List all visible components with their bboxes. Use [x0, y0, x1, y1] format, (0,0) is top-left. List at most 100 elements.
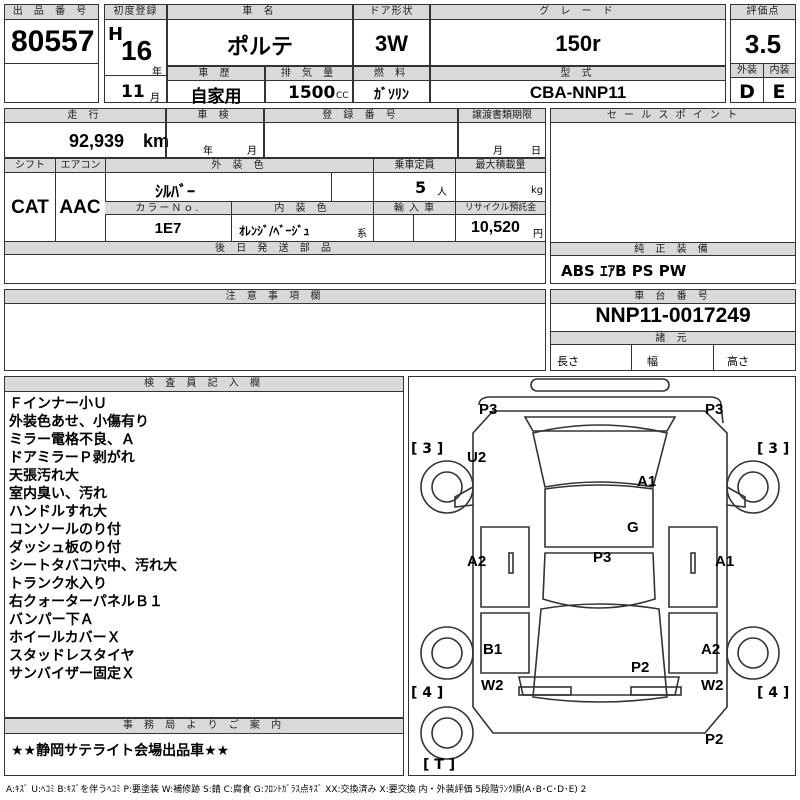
- inspector-note-line: 室内臭い、汚れ: [9, 486, 107, 502]
- tyre-depth: [ T ]: [423, 757, 456, 773]
- inspector-note-line: バンパー下Ａ: [9, 612, 94, 628]
- capacity: 5: [415, 178, 427, 197]
- office-label: 事 務 局 よ り ご 案 内: [5, 719, 403, 734]
- history: 自家用: [190, 87, 242, 107]
- doors-cell: ドア形状 3W: [353, 4, 430, 66]
- inspection-label: 車 検: [167, 109, 263, 123]
- car-name-label: 車 名: [168, 5, 352, 20]
- inspector-note-line: シートタバコ穴中、汚れ大: [9, 558, 177, 574]
- tyre-depth: [ 3 ]: [757, 441, 790, 457]
- damage-diagram: P3 P3 U2 A1 G A2 P3 A1 B1 P2 A2 W2 W2 P2…: [408, 376, 796, 776]
- chassis-cell: 車 台 番 号 NNP11-0017249 諸 元 長さ 幅 高さ: [550, 289, 796, 371]
- damage-mark: W2: [701, 677, 724, 694]
- first-reg-cell: 初度登録 H 16 年 11 月: [104, 4, 167, 104]
- year-unit: 年: [152, 67, 162, 78]
- model: CBA-NNP11: [529, 83, 627, 102]
- int-color-unit: 系: [357, 229, 367, 240]
- inspection-month-unit: 月: [247, 146, 257, 157]
- tyre-depth: [ 4 ]: [757, 685, 790, 701]
- inspector-note-line: 外装色あせ、小傷有り: [9, 414, 149, 430]
- car-diagram: [420, 378, 780, 760]
- history-label: 車 歴: [168, 67, 264, 81]
- width-label: 幅: [647, 355, 658, 368]
- reg-month: 11: [121, 82, 145, 102]
- inspector-note-line: ハンドルすれ大: [9, 504, 107, 520]
- reg-no-cell: 登 録 番 号: [264, 108, 458, 158]
- inspector-note-line: ダッシュ板のり付: [9, 540, 121, 556]
- equipment: ABS ｴｱB PS PW: [561, 262, 687, 280]
- inspector-note-line: 天張汚れ大: [9, 468, 79, 484]
- int-color: ｵﾚﾝｼﾞ/ﾍﾞｰｼﾞｭ: [239, 224, 310, 238]
- displacement: 1500: [288, 83, 336, 103]
- grade: 150r: [555, 31, 601, 56]
- equipment-label: 純 正 装 備: [551, 242, 795, 256]
- lot-no: 80557: [11, 25, 95, 58]
- era: H: [108, 24, 124, 45]
- recycle-unit: 円: [533, 229, 543, 240]
- transfer-month-unit: 月: [493, 146, 503, 157]
- damage-mark: A2: [701, 641, 721, 658]
- damage-mark: P3: [705, 401, 724, 418]
- mileage-unit: km: [143, 131, 170, 151]
- model-cell: 型 式 CBA-NNP11: [430, 66, 726, 103]
- grade-label: グ レ ー ド: [431, 5, 725, 20]
- inspector-label: 検 査 員 記 入 欄: [5, 377, 403, 392]
- transfer-label: 譲渡書類期限: [459, 109, 545, 123]
- damage-mark: A1: [715, 553, 735, 570]
- reg-year: 16: [121, 35, 153, 66]
- ext-color: ｼﾙﾊﾞｰ: [155, 182, 196, 201]
- max-load-unit: kg: [531, 185, 544, 196]
- fuel-label: 燃 料: [354, 67, 429, 81]
- notes-cell: 注 意 事 項 欄: [4, 289, 546, 371]
- inspection-cell: 車 検 年 月: [166, 108, 264, 158]
- color-no-label: カラーＮｏ.: [105, 201, 231, 215]
- damage-mark: W2: [481, 677, 504, 694]
- inspection-year-unit: 年: [203, 146, 213, 157]
- inspector-note-line: Ｆインナー小Ｕ: [9, 396, 107, 412]
- lot-no-cell: 出 品 番 号 80557: [4, 4, 99, 103]
- model-label: 型 式: [431, 67, 725, 81]
- recycle-label: リサイクル預託金: [455, 201, 545, 215]
- damage-mark: A2: [467, 553, 487, 570]
- score: 3.5: [744, 29, 782, 59]
- car-name: ポルテ: [226, 35, 293, 60]
- month-unit: 月: [150, 93, 160, 104]
- damage-mark: P2: [705, 731, 724, 748]
- specs-grid: シフト エアコン 外 装 色 乗車定員 最大積載量 CAT AAC ｼﾙﾊﾞｰ …: [4, 158, 546, 284]
- reg-no-label: 登 録 番 号: [265, 109, 457, 123]
- exterior-grade: D: [739, 81, 755, 103]
- damage-mark: P2: [631, 659, 650, 676]
- exterior-label: 外装: [731, 63, 763, 78]
- doors-label: ドア形状: [354, 5, 429, 20]
- notes-label: 注 意 事 項 欄: [5, 290, 545, 304]
- max-load-label: 最大積載量: [455, 159, 545, 173]
- displacement-label: 排 気 量: [266, 67, 352, 81]
- capacity-label: 乗車定員: [373, 159, 455, 173]
- damage-mark: B1: [483, 641, 503, 658]
- first-reg-label: 初度登録: [105, 5, 166, 20]
- later-parts-label: 後 日 発 送 部 品: [5, 241, 545, 255]
- inspector-note-line: コンソールのり付: [9, 522, 121, 538]
- inspector-note-line: 右クォーターパネルＢ１: [9, 594, 163, 610]
- sales-point-label: セ ー ル ス ポ イ ン ト: [551, 109, 795, 123]
- displacement-cell: 排 気 量 1500 CC: [265, 66, 353, 103]
- dims-label: 諸 元: [551, 331, 795, 345]
- ac-label: エアコン: [55, 159, 105, 173]
- score-cell: 評価点 3.5 外装 内装 D E: [730, 4, 796, 103]
- inspector-note-line: ミラー電格不良、Ａ: [9, 432, 135, 448]
- transfer-day-unit: 日: [531, 146, 541, 157]
- damage-mark: P3: [479, 401, 498, 418]
- damage-mark: G: [627, 519, 639, 536]
- damage-mark: U2: [467, 449, 487, 466]
- shift-label: シフト: [5, 159, 55, 173]
- ac: AAC: [59, 197, 101, 218]
- doors: 3W: [375, 31, 408, 56]
- length-label: 長さ: [557, 355, 579, 368]
- interior-label: 内装: [763, 63, 795, 78]
- displacement-unit: CC: [336, 91, 349, 101]
- chassis-label: 車 台 番 号: [551, 290, 795, 304]
- header-grid: 出 品 番 号 80557 初度登録 H 16 年 11 月 車 名 ポルテ ド…: [4, 4, 796, 107]
- lot-no-label: 出 品 番 号: [5, 5, 98, 20]
- office-cell: 事 務 局 よ り ご 案 内 ★★静岡サテライト会場出品車★★: [4, 718, 404, 776]
